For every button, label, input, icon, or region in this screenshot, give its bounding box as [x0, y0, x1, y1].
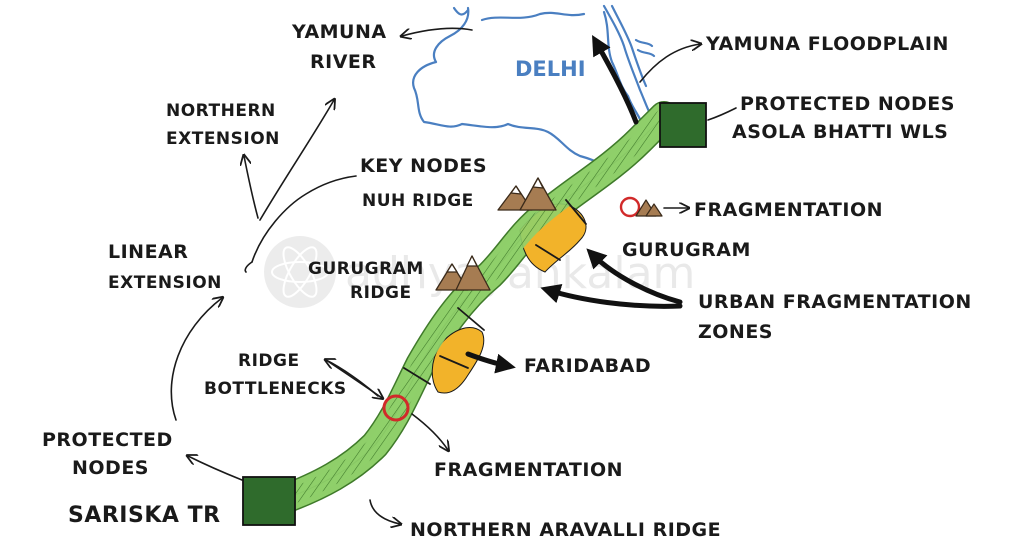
bold-arrow-gurugram [586, 248, 683, 305]
line-key-nodes-hook [244, 261, 253, 273]
tributary-2 [452, 6, 470, 16]
bold-arrow-faridabad [465, 351, 516, 374]
label-gurugram-ridge-2: RIDGE [350, 283, 412, 303]
label-urban-zones-2: ZONES [698, 321, 773, 343]
corridor-top-hatch [274, 108, 672, 508]
label-fragmentation-top: FRAGMENTATION [694, 199, 883, 221]
arrow-yamuna-river [402, 27, 473, 36]
label-northern-extension-2: EXTENSION [166, 129, 280, 149]
label-ridge-bottlenecks-1: RIDGE [238, 351, 300, 371]
label-gurugram: GURUGRAM [622, 239, 751, 261]
mountain-icon-nuh [497, 177, 557, 211]
arrow-ridge-bottlenecks-2 [325, 359, 382, 398]
urban-zone-faridabad [431, 327, 485, 394]
arrow-northern-ext-left [244, 156, 259, 219]
arrow-fragmentation-bottom [411, 413, 448, 450]
label-sariska: SARISKA TR [68, 503, 221, 528]
line-key-nodes [251, 175, 357, 263]
label-urban-zones-1: URBAN FRAGMENTATION [698, 291, 972, 313]
mountain-icon-gurugram [435, 255, 491, 291]
label-northern-aravalli: NORTHERN ARAVALLI RIDGE [410, 519, 721, 541]
label-protected-nodes-north-2: ASOLA BHATTI WLS [732, 121, 948, 143]
bold-arrow-north [592, 35, 639, 125]
label-yamuna-river-1: YAMUNA [291, 21, 387, 43]
label-protected-nodes-south-2: NODES [72, 457, 149, 479]
watermark-logo-icon [264, 236, 336, 308]
delhi-region: DELHI [412, 4, 658, 167]
yamuna-river-channel-2 [610, 4, 648, 88]
mountain-icon-small [635, 199, 663, 217]
label-gurugram-ridge-1: GURUGRAM [308, 259, 424, 279]
label-northern-extension-1: NORTHERN [166, 101, 276, 121]
delhi-boundary [412, 6, 646, 167]
arrow-linear-extension [170, 298, 222, 421]
label-faridabad: FARIDABAD [524, 355, 651, 377]
label-nuh-ridge: NUH RIDGE [362, 191, 474, 211]
floodplain-scribble [634, 38, 656, 58]
red-ring-icon-top [619, 196, 641, 218]
square-node-icon-sariska [242, 476, 296, 526]
arrow-protected-south [188, 456, 243, 481]
tributary [480, 11, 586, 22]
label-linear-extension-1: LINEAR [108, 241, 188, 263]
square-node-icon-asola [659, 102, 707, 148]
label-yamuna-river-2: RIVER [310, 51, 377, 73]
yamuna-river-channel [602, 4, 658, 126]
label-fragmentation-bottom: FRAGMENTATION [434, 459, 623, 481]
fragmentation-ticks [403, 199, 587, 385]
arrow-asola [707, 107, 737, 121]
arrow-floodplain [639, 44, 700, 83]
bold-arrow-urban-2 [540, 284, 683, 309]
red-ring-icon-bottom [382, 394, 410, 422]
label-protected-nodes-north-1: PROTECTED NODES [740, 93, 955, 115]
label-protected-nodes-south-1: PROTECTED [42, 429, 173, 451]
label-linear-extension-2: EXTENSION [108, 273, 222, 293]
delhi-label: DELHI [515, 57, 586, 81]
arrow-northern-aravalli [369, 499, 400, 524]
label-key-nodes: KEY NODES [360, 155, 487, 177]
label-yamuna-floodplain: YAMUNA FLOODPLAIN [705, 33, 949, 55]
arrow-northern-ext-right [259, 100, 334, 221]
label-ridge-bottlenecks-2: BOTTLENECKS [204, 379, 347, 399]
